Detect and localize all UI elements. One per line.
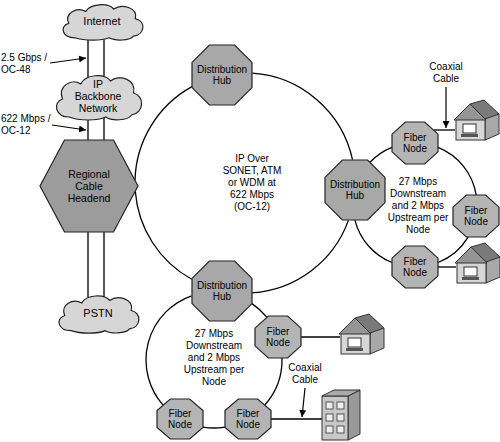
ring-link (355, 220, 392, 262)
pstn-cloud: PSTN (53, 292, 143, 334)
node-label: Fiber Node (394, 256, 436, 279)
node-label: Distribution Hub (327, 179, 383, 202)
node-label: Distribution Hub (194, 64, 250, 87)
leader-arrow (445, 87, 446, 128)
ring-label: 27 Mbps Downstream and 2 Mbps Upstream p… (178, 328, 250, 388)
ring-link (146, 296, 192, 405)
node-label: Fiber Node (455, 205, 497, 228)
link-speed-label: 2.5 Gbps / OC-48 (1, 52, 57, 76)
coax-wire (301, 336, 340, 337)
fiber-node-octagon: Fiber Node (225, 399, 271, 439)
node-label: Regional Cable Headend (60, 168, 118, 204)
oct-shape (255, 316, 301, 358)
ring-link (252, 220, 348, 292)
hub-octagon: Distribution Hub (325, 160, 385, 220)
house-icon (339, 314, 384, 354)
oct-shape (225, 399, 271, 439)
hub-octagon: Distribution Hub (192, 45, 252, 105)
house-icon (454, 100, 499, 140)
leader-arrow (50, 58, 86, 63)
oct-shape (392, 246, 438, 288)
ring-link (370, 147, 392, 162)
oct-shape (192, 261, 252, 321)
backbone-cloud: IP Backbone Network (50, 71, 146, 121)
fiber-node-octagon: Fiber Node (453, 195, 499, 237)
oct-shape (392, 122, 438, 164)
fiber-node-octagon: Fiber Node (255, 316, 301, 358)
fiber-node-octagon: Fiber Node (392, 246, 438, 288)
cloud-shape (56, 76, 141, 120)
fiber-node-octagon: Fiber Node (157, 399, 203, 439)
link-speed-label: 622 Mbps / OC-12 (1, 113, 57, 137)
ring-link (135, 87, 192, 181)
ring-label: IP Over SONET, ATM or WDM at 622 Mbps (O… (220, 153, 284, 213)
cloud-shape (59, 296, 139, 333)
node-label: Fiber Node (394, 132, 436, 155)
leader-arrow (302, 388, 305, 417)
node-label: IP Backbone Network (70, 78, 126, 114)
building-icon (322, 390, 360, 440)
ring-link (265, 358, 282, 405)
house-icon (455, 243, 500, 283)
ring-link (252, 304, 267, 318)
node-label: Fiber Node (159, 408, 201, 431)
node-label: Distribution Hub (194, 280, 250, 303)
oct-shape (325, 160, 385, 220)
ring-link (252, 73, 352, 160)
internet-cloud: Internet (57, 1, 147, 41)
trunk-link (88, 39, 104, 77)
oct-shape (192, 45, 252, 105)
coax-wire (438, 266, 456, 267)
node-label: Internet (67, 15, 137, 28)
coax-label: Coaxial Cable (421, 61, 471, 85)
trunk-link (88, 118, 104, 140)
hex-shape (40, 140, 138, 232)
ring-link (135, 191, 192, 279)
trunk-link (88, 232, 104, 297)
ring-link (203, 426, 225, 428)
hub-octagon: Distribution Hub (192, 261, 252, 321)
ring-link (438, 237, 468, 262)
oct-shape (453, 195, 499, 237)
ring-link (438, 147, 476, 195)
coax-wire (271, 418, 322, 419)
oct-shape (157, 399, 203, 439)
node-label: Fiber Node (257, 326, 299, 349)
leader-arrow (52, 125, 86, 130)
coax-wire (434, 129, 455, 130)
ring-label: 27 Mbps Downstream and 2 Mbps Upstream p… (386, 176, 450, 236)
coax-label: Coaxial Cable (280, 362, 330, 386)
fiber-node-octagon: Fiber Node (392, 122, 438, 164)
headend-hexagon: Regional Cable Headend (40, 140, 138, 232)
cloud-shape (63, 5, 143, 40)
node-label: PSTN (63, 307, 133, 320)
node-label: Fiber Node (227, 408, 269, 431)
